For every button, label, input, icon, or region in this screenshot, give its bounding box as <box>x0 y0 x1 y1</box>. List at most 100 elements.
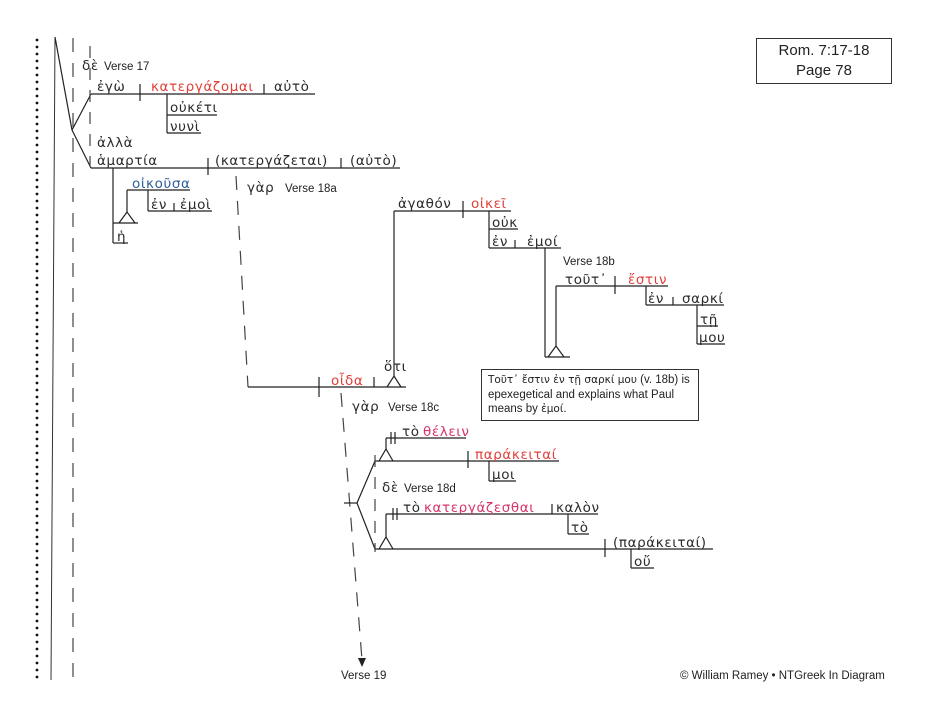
word-to-1: τὸ <box>402 424 420 440</box>
margin-dot <box>35 591 39 595</box>
margin-dot <box>35 66 39 70</box>
margin-dot <box>35 241 39 245</box>
margin-dot <box>35 304 39 308</box>
margin-dot <box>35 297 39 301</box>
margin-dot <box>35 479 39 483</box>
margin-dot <box>35 52 39 56</box>
margin-dot <box>35 388 39 392</box>
margin-dot <box>35 311 39 315</box>
word-to-2: τὸ <box>403 500 421 516</box>
word-en-1: ἐν <box>151 197 167 213</box>
word-en-3: ἐν <box>648 291 664 307</box>
margin-dot <box>35 640 39 644</box>
verse-label-18c: Verse 18c <box>388 402 439 414</box>
margin-dot <box>35 332 39 336</box>
margin-dot <box>35 493 39 497</box>
explanatory-note: Τοῦτ᾽ ἔστιν ἐν τῇ σαρκί μου (v. 18b) is … <box>481 369 699 421</box>
word-sarki: σαρκί <box>682 291 724 307</box>
word-oikousa: οἰκοῦσα <box>132 176 191 192</box>
word-auto-1: αὐτὸ <box>274 79 310 95</box>
margin-dot <box>35 73 39 77</box>
word-ouketi: οὐκέτι <box>170 100 218 116</box>
word-to-3: τὸ <box>571 520 589 536</box>
verse-label-18b: Verse 18b <box>563 256 615 268</box>
margin-dot <box>35 416 39 420</box>
conn-ego-line <box>71 93 92 131</box>
margin-dot <box>35 115 39 119</box>
inf-triangle-2 <box>378 535 394 550</box>
margin-dot <box>35 444 39 448</box>
gar-18a-dashed <box>235 175 249 388</box>
margin-dot <box>35 80 39 84</box>
margin-dot <box>35 661 39 665</box>
reference-page: Page 78 <box>796 62 852 79</box>
margin-dot <box>35 374 39 378</box>
margin-dot <box>35 87 39 91</box>
margin-dot <box>35 150 39 154</box>
margin-dot <box>35 234 39 238</box>
margin-dot <box>35 360 39 364</box>
word-katergazesthai: κατεργάζεσθαι <box>424 500 534 516</box>
margin-dot <box>35 262 39 266</box>
word-agathon: ἀγαθόν <box>398 196 451 212</box>
copyright-footer: © William Ramey • NTGreek In Diagram <box>680 670 885 682</box>
note-greek: Τοῦτ᾽ ἔστιν ἐν τῇ σαρκί μου <box>488 374 637 386</box>
word-en-2: ἐν <box>492 234 508 250</box>
v18b-triangle <box>547 344 565 358</box>
word-estin: ἔστιν <box>628 272 667 288</box>
margin-dot <box>35 255 39 259</box>
margin-dot <box>35 549 39 553</box>
participle-triangle <box>118 210 136 224</box>
word-de-2: δὲ <box>382 480 399 496</box>
margin-dot <box>35 612 39 616</box>
arrow-down-icon <box>358 658 366 667</box>
margin-dot <box>35 395 39 399</box>
margin-dot <box>35 199 39 203</box>
margin-dot <box>35 486 39 490</box>
margin-dot <box>35 45 39 49</box>
conn-upper <box>356 460 376 504</box>
note-text-2: . <box>563 403 567 415</box>
margin-dot <box>35 535 39 539</box>
word-emoi-1: ἐμοὶ <box>180 197 211 213</box>
margin-dot <box>35 164 39 168</box>
margin-dot <box>35 353 39 357</box>
margin-dot <box>35 675 39 679</box>
word-thelein: θέλειν <box>423 424 470 440</box>
margin-dot <box>35 122 39 126</box>
margin-dot <box>35 185 39 189</box>
margin-dot <box>35 598 39 602</box>
margin-dot <box>35 500 39 504</box>
word-nuni: νυνὶ <box>170 119 200 135</box>
margin-dot <box>35 563 39 567</box>
margin-dot <box>35 381 39 385</box>
margin-dot <box>35 157 39 161</box>
margin-dot <box>35 430 39 434</box>
margin-dot <box>35 59 39 63</box>
word-alla: ἀλλὰ <box>97 135 133 151</box>
reference-passage: Rom. 7:17-18 <box>778 42 870 59</box>
margin-dot <box>35 248 39 252</box>
margin-dot <box>35 437 39 441</box>
margin-dot <box>35 38 39 42</box>
margin-dot <box>35 206 39 210</box>
word-hoti: ὅτι <box>384 359 407 375</box>
word-kalon: καλὸν <box>556 500 600 516</box>
margin-dot <box>35 367 39 371</box>
word-ego: ἐγὼ <box>97 79 125 95</box>
margin-dot <box>35 402 39 406</box>
margin-dot <box>35 213 39 217</box>
gar-18c-dashed <box>340 392 363 661</box>
margin-dot <box>35 451 39 455</box>
word-oikei: οἰκεῖ <box>471 196 507 212</box>
margin-dot <box>35 647 39 651</box>
margin-dot <box>35 458 39 462</box>
margin-dot <box>35 521 39 525</box>
dotted-margin <box>35 38 39 679</box>
margin-dot <box>35 136 39 140</box>
margin-dot <box>35 171 39 175</box>
word-gar-1: γὰρ <box>247 180 274 196</box>
note-greek-2: ἐμοί <box>541 403 564 415</box>
margin-dot <box>35 108 39 112</box>
